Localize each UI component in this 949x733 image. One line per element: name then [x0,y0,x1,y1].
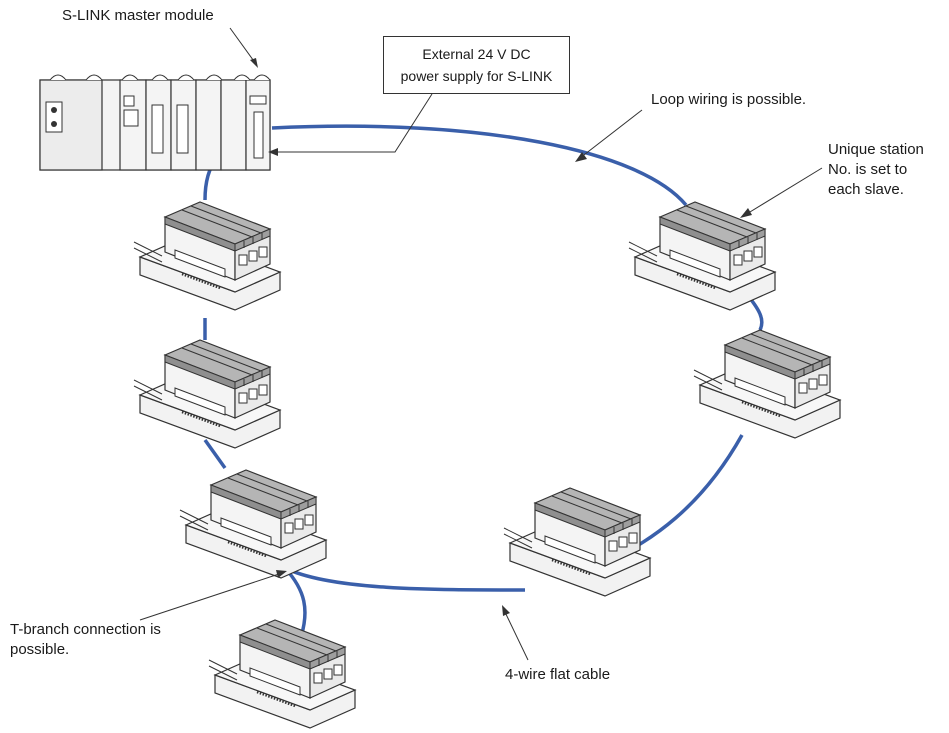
slave-io-module-icon [178,468,328,580]
t-branch-line-2: possible. [10,641,70,658]
t-branch-line-1: T-branch connection is [10,621,161,638]
slave-io-module-icon [132,200,282,312]
loop-wiring-label: Loop wiring is possible. [651,91,807,108]
unique-station-line-3: each slave. [828,181,904,198]
slave-io-module-icon [627,200,777,312]
leader-unique [744,167,823,216]
flat-cable-label: 4-wire flat cable [505,666,611,683]
leader-tbranch [139,572,283,621]
slave-io-module-icon [502,486,652,598]
cable-bottom-to-left [284,566,526,592]
leader-loop [579,109,643,159]
cable-slave2-slave3 [203,438,227,470]
leader-power [272,93,433,153]
loop-cable [271,124,688,207]
master-module-label: S-LINK master module [62,7,214,24]
unique-station-label: Unique station No. is set to each slave. [828,140,948,200]
slave-io-module-icon [132,338,282,450]
leader-master [229,27,257,65]
slave-io-module-icon [207,618,357,730]
leader-cable [503,609,529,661]
slave-io-module-icon [692,328,842,440]
t-branch-label: T-branch connection is possible. [10,620,210,660]
plc-rack-icon [39,74,271,171]
power-supply-line-1: External 24 V DC [422,46,531,62]
unique-station-line-1: Unique station [828,141,924,158]
unique-station-line-2: No. is set to [828,161,908,178]
power-supply-label: External 24 V DC power supply for S-LINK [383,36,570,94]
power-supply-line-2: power supply for S-LINK [400,68,553,84]
